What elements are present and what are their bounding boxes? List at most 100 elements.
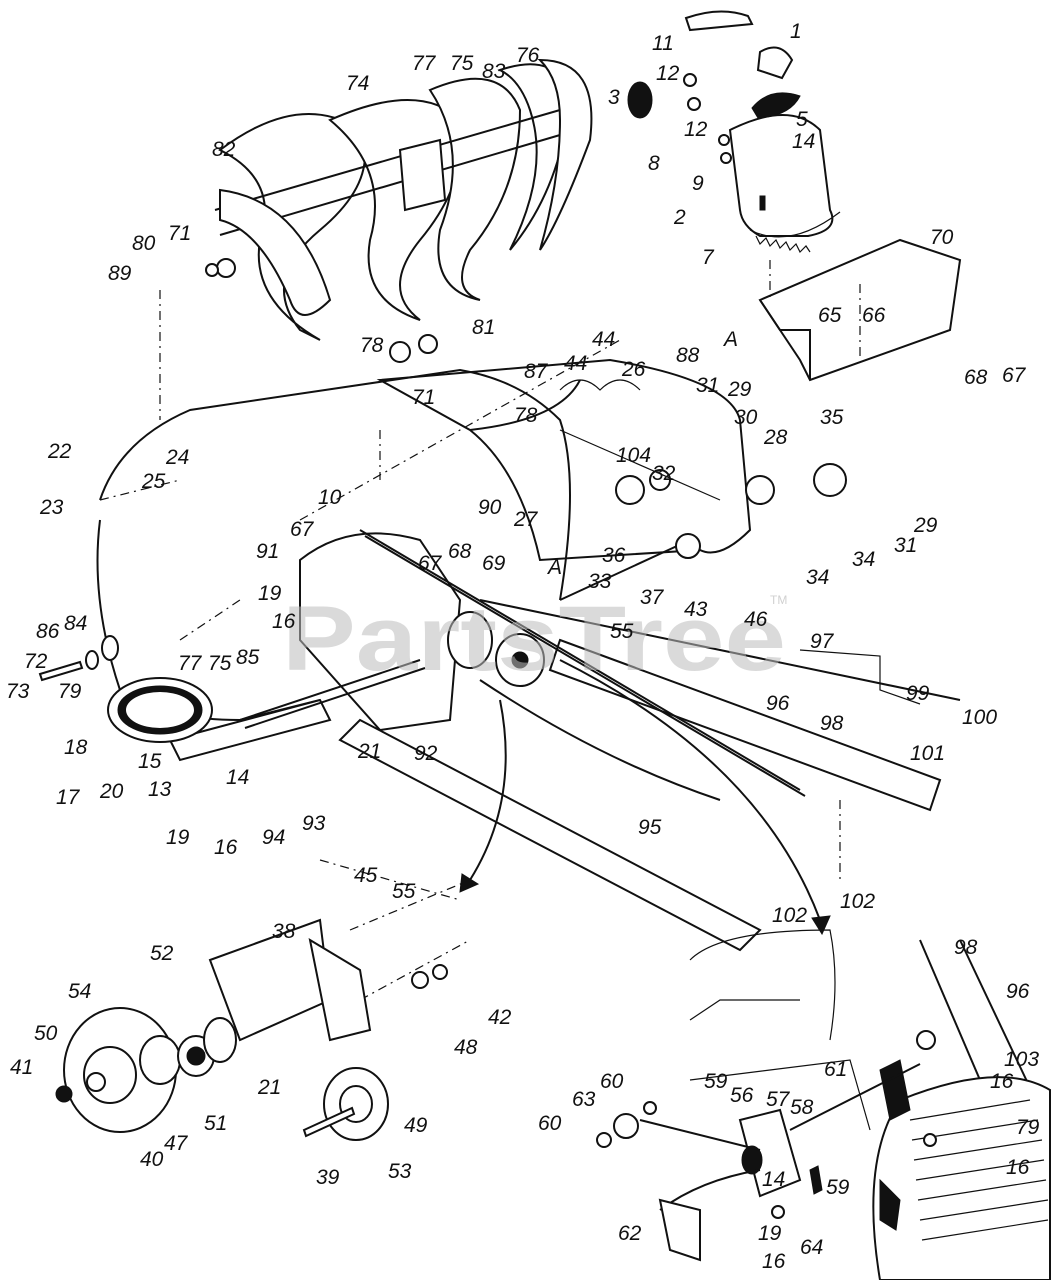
callout-label: 23: [39, 496, 64, 519]
callout-label: 27: [513, 508, 539, 531]
callout-label: 101: [910, 742, 945, 765]
callout-label: 25: [141, 470, 166, 493]
callout-label: 17: [56, 786, 81, 809]
callout-label: 56: [730, 1084, 754, 1107]
callout-label: 71: [412, 386, 435, 409]
callout-label: 97: [810, 630, 835, 653]
callout-label: 31: [894, 534, 917, 557]
detail-arrows: [459, 659, 831, 936]
callout-label: 33: [588, 570, 612, 593]
callout-label: 14: [792, 130, 815, 153]
callout-label: 16: [272, 610, 296, 633]
callout-label: 8: [648, 152, 660, 175]
callout-label: 60: [538, 1112, 562, 1135]
callout-label: 16: [1006, 1156, 1030, 1179]
callout-label: 24: [165, 446, 189, 469]
callout-label: 75: [450, 52, 474, 75]
callout-label: 67: [418, 552, 443, 575]
callout-label: 86: [36, 620, 60, 643]
callout-label: 62: [618, 1222, 642, 1245]
callout-label: 57: [766, 1088, 791, 1111]
callout-label: 5: [796, 108, 808, 131]
callout-label: 84: [64, 612, 87, 635]
callout-label: 63: [572, 1088, 596, 1111]
callout-label: 104: [616, 444, 651, 467]
callout-label: 30: [734, 406, 758, 429]
callout-label: 78: [360, 334, 384, 357]
callout-label: 94: [262, 826, 285, 849]
callout-label: 66: [862, 304, 886, 327]
callout-label: 54: [68, 980, 91, 1003]
callout-label: 85: [236, 646, 260, 669]
callout-label: 50: [34, 1022, 58, 1045]
center-pulleys: [359, 529, 961, 797]
callout-label: 93: [302, 812, 326, 835]
callout-label: 12: [656, 62, 680, 85]
callout-label: 71: [168, 222, 191, 245]
callout-label: 29: [727, 378, 752, 401]
callout-label: 26: [621, 358, 646, 381]
callout-label: 102: [772, 904, 807, 927]
callout-label: 19: [758, 1222, 782, 1245]
callout-label: 21: [357, 740, 381, 763]
callout-label: 11: [652, 32, 674, 55]
callout-label: 1: [790, 20, 802, 43]
callout-label: 64: [800, 1236, 823, 1259]
callout-label: 98: [954, 936, 978, 959]
callout-label: 47: [164, 1132, 189, 1155]
callout-label: 69: [482, 552, 506, 575]
callout-label: 45: [354, 864, 378, 887]
callout-label: 42: [488, 1006, 512, 1029]
callout-label: 83: [482, 60, 506, 83]
callout-label: 40: [140, 1148, 164, 1171]
callout-label: 38: [272, 920, 296, 943]
callout-label: 91: [256, 540, 279, 563]
callout-label: 3: [608, 86, 620, 109]
callout-label: 10: [318, 486, 342, 509]
callout-label: 79: [1016, 1116, 1040, 1139]
callout-label: 98: [820, 712, 844, 735]
callout-label: 78: [514, 404, 538, 427]
callout-label: 52: [150, 942, 174, 965]
callout-label: 60: [600, 1070, 624, 1093]
callout-label: 21: [257, 1076, 281, 1099]
callout-label: 13: [148, 778, 172, 801]
callout-label: 87: [524, 360, 549, 383]
callout-label: 41: [10, 1056, 33, 1079]
callout-label: 7: [702, 246, 715, 269]
callout-label: 43: [684, 598, 708, 621]
callout-label: 55: [392, 880, 416, 903]
callout-label: 9: [692, 172, 704, 195]
callout-label: 14: [762, 1168, 785, 1191]
drive-shaft: [559, 429, 847, 601]
callout-label: 100: [962, 706, 997, 729]
callout-label: 103: [1004, 1048, 1039, 1071]
callout-label: 37: [640, 586, 665, 609]
callout-label: 96: [766, 692, 790, 715]
callout-label: 49: [404, 1114, 428, 1137]
callout-label: 53: [388, 1160, 412, 1183]
callout-label: 82: [212, 138, 236, 161]
callout-label: 55: [610, 620, 634, 643]
auger-housing: [96, 358, 752, 732]
callout-label: 22: [47, 440, 72, 463]
callout-label: 2: [673, 206, 686, 229]
callout-label: 16: [990, 1070, 1014, 1093]
callout-label: 68: [448, 540, 472, 563]
callout-label: 16: [214, 836, 238, 859]
callout-label: 32: [652, 462, 676, 485]
callout-label: 59: [704, 1070, 728, 1093]
callout-label: 90: [478, 496, 502, 519]
callout-label: 61: [824, 1058, 847, 1081]
callout-label: 29: [913, 514, 938, 537]
callout-label: 96: [1006, 980, 1030, 1003]
callout-label: 19: [166, 826, 190, 849]
callout-label: 51: [204, 1112, 227, 1135]
callout-label: 81: [472, 316, 495, 339]
callout-label: 44: [564, 352, 587, 375]
callout-label: 76: [516, 44, 540, 67]
callout-label: 35: [820, 406, 844, 429]
callout-label: 48: [454, 1036, 478, 1059]
